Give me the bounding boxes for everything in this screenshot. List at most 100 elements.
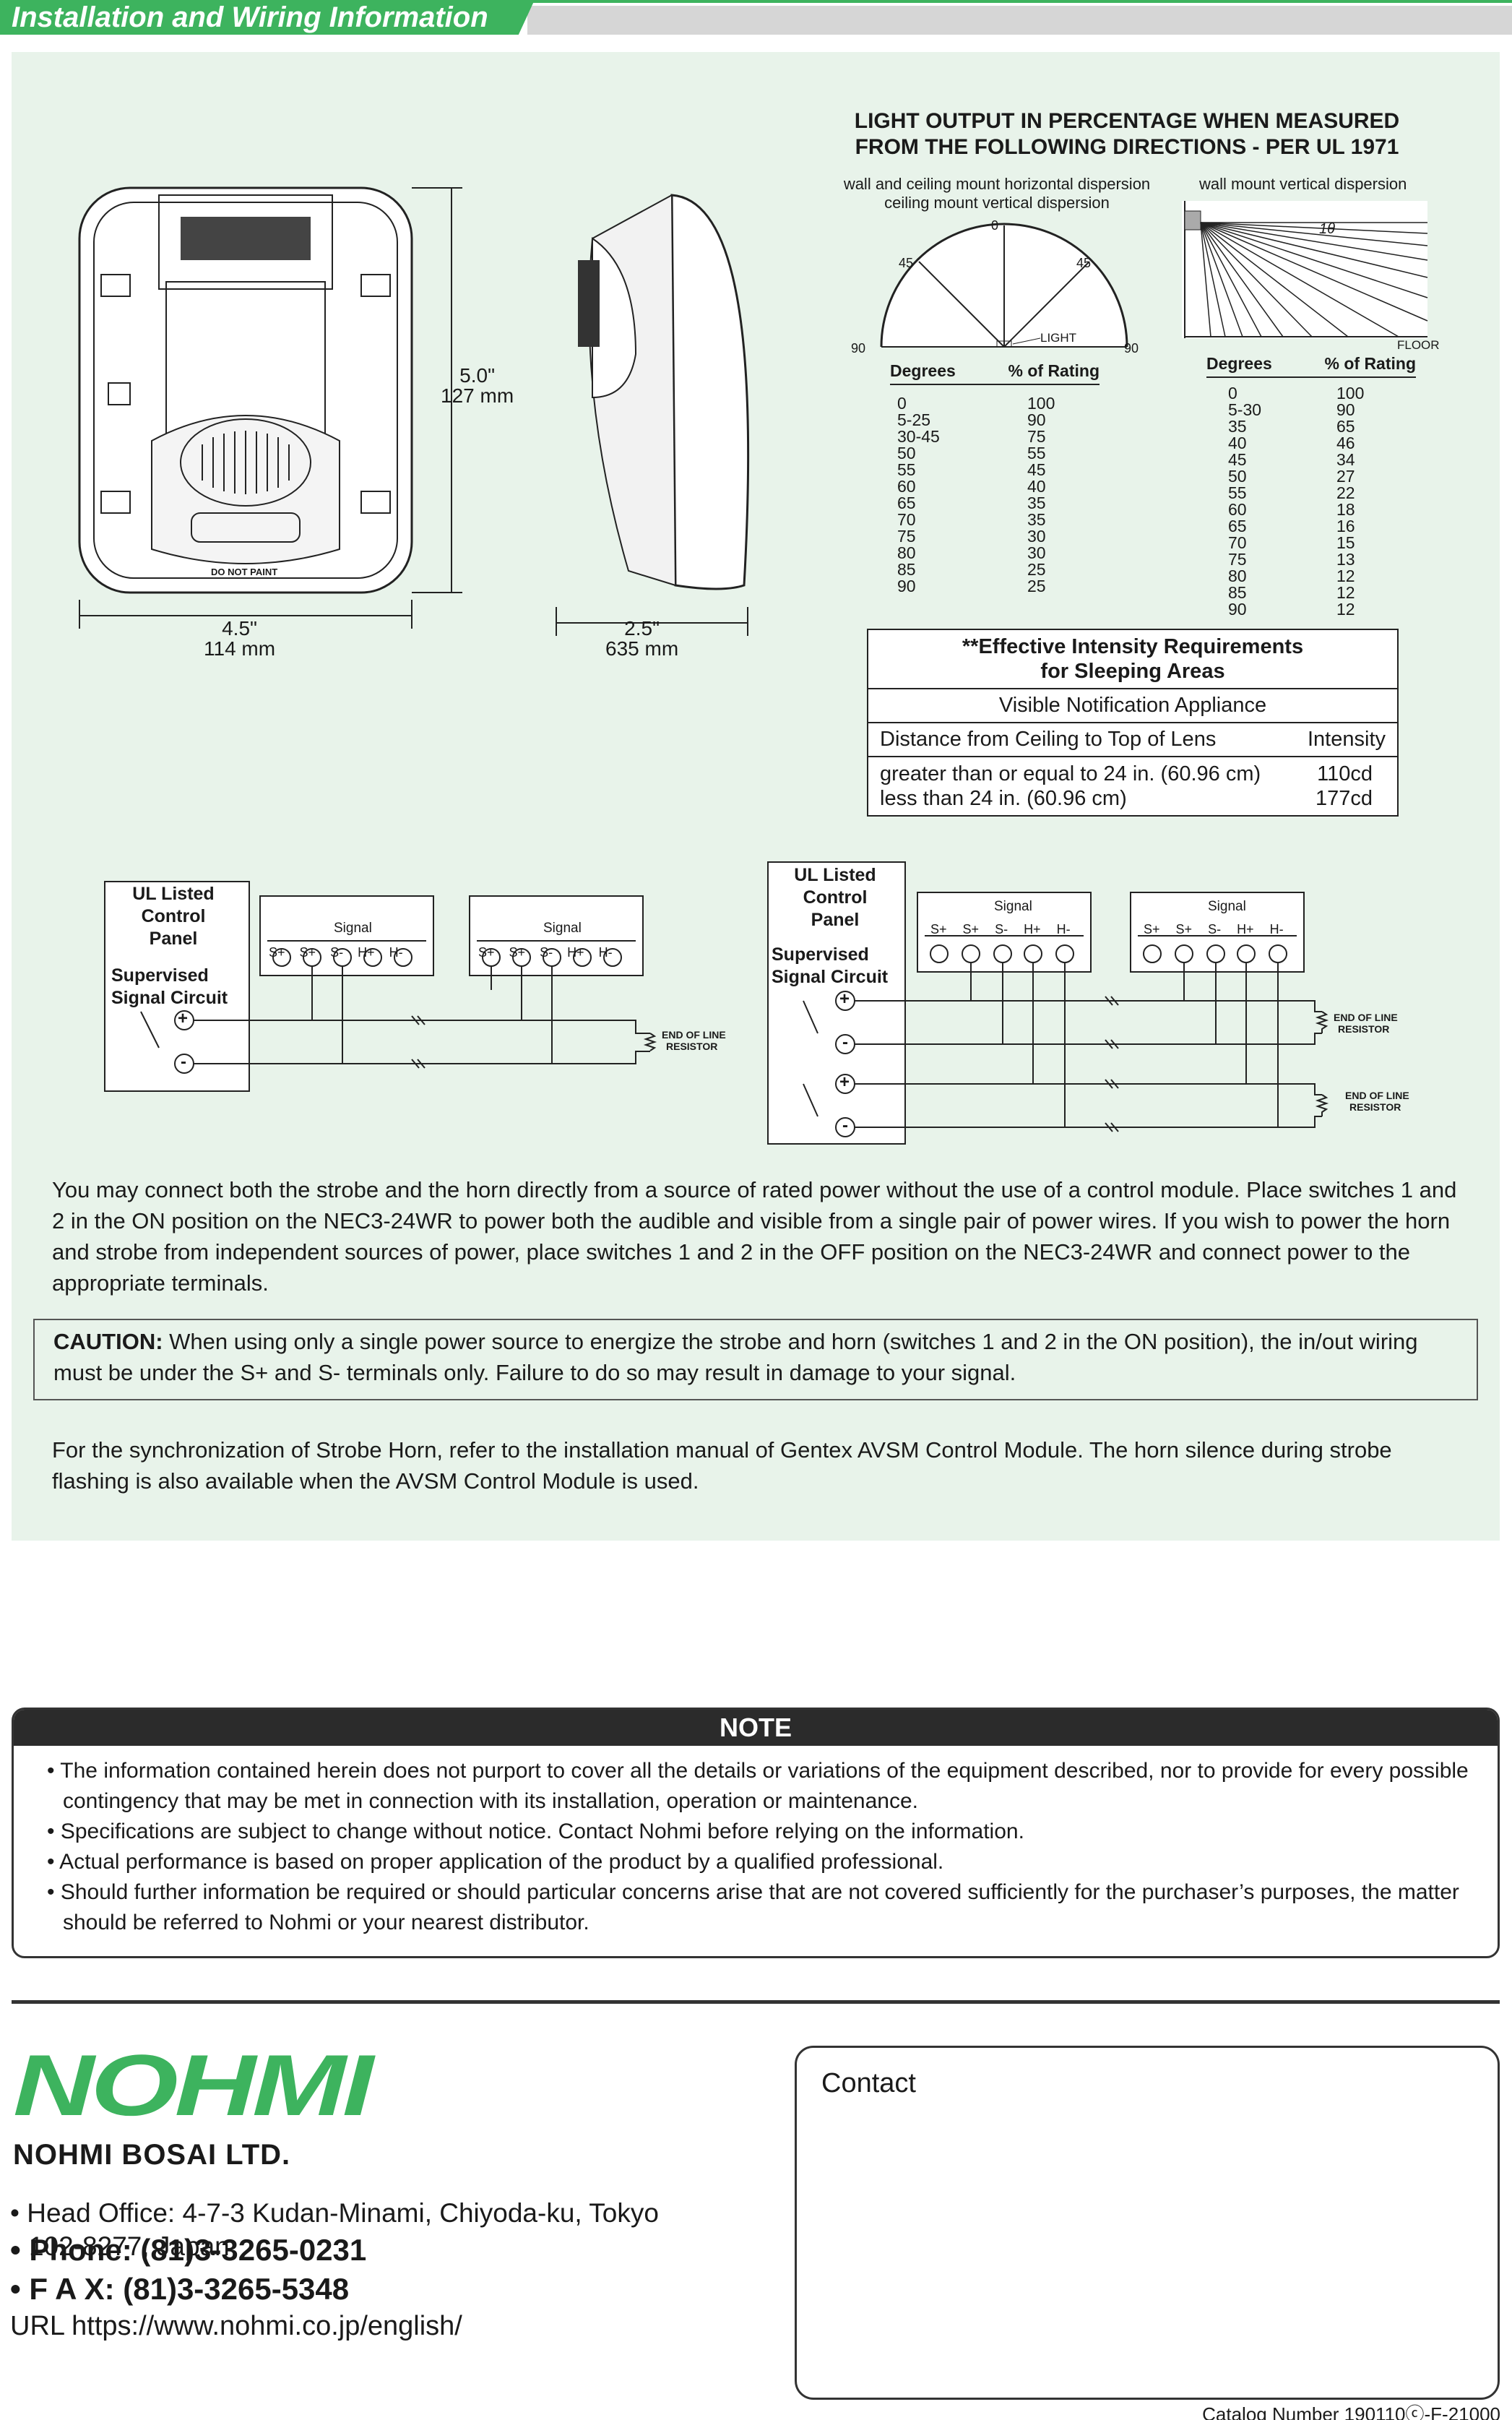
terminals-2: S+S+S-H+H- [478, 945, 613, 960]
right-col-rating: % of Rating [1324, 354, 1417, 373]
right-col-degrees: Degrees [1206, 354, 1272, 373]
col-distance: Distance from Ceiling to Top of Lens [880, 728, 1217, 751]
width-inches: 4.5ʺ [222, 617, 257, 640]
signal2-label: Signal [543, 921, 582, 936]
degree-value: 90 [897, 577, 916, 595]
sync-instructions: For the synchronization of Strobe Horn, … [52, 1437, 1392, 1494]
plus-symbol-2: + [839, 989, 850, 1009]
rating-value: 35 [1027, 510, 1046, 529]
horizontal-dispersion-diagram [880, 223, 1128, 348]
light-output-heading: LIGHT OUTPUT IN PERCENTAGE WHEN MEASURED… [816, 108, 1438, 160]
note-item: • Should further information be required… [47, 1880, 1459, 1934]
panel1-line1: UL Listed [132, 884, 215, 904]
panel1-line3: Panel [149, 929, 198, 949]
degree-value: 70 [1228, 533, 1247, 552]
theta-label: 1θ [1319, 221, 1335, 237]
angle-45-right-label: 45 [1076, 256, 1092, 270]
degree-value: 80 [1228, 567, 1247, 585]
head-office-address: • Head Office: 4-7-3 Kudan-Minami, Chiyo… [10, 2197, 659, 2263]
dimension-lines-front [79, 187, 462, 629]
angle-45-left-label: 45 [899, 256, 914, 270]
website-url[interactable]: URL https://www.nohmi.co.jp/english/ [10, 2311, 462, 2341]
degree-value: 35 [1228, 417, 1247, 436]
wiring-diagram-single [104, 881, 657, 1092]
plus-symbol-1: + [178, 1009, 189, 1028]
light-label: LIGHT [1040, 331, 1077, 345]
address-line1: • Head Office: 4-7-3 Kudan-Minami, Chiyo… [10, 2198, 659, 2228]
device-side-view [556, 194, 750, 636]
rating-value: 46 [1336, 434, 1355, 452]
rating-value: 18 [1336, 500, 1355, 519]
eol-resistor-label-3: END OF LINE RESISTOR [1345, 1090, 1409, 1113]
circuit1-line1: Supervised [111, 965, 209, 986]
light-output-heading-line2: FROM THE FOLLOWING DIRECTIONS - PER UL 1… [855, 135, 1399, 159]
rating-value: 22 [1336, 483, 1355, 502]
degree-value: 0 [1228, 384, 1237, 402]
angle-0-label: 0 [991, 218, 999, 233]
degree-value: 5-30 [1228, 400, 1262, 419]
minus-symbol-2: - [842, 1033, 848, 1052]
caution-text: When using only a single power source to… [53, 1329, 1418, 1385]
rating-value: 34 [1336, 450, 1355, 469]
degree-value: 85 [897, 560, 916, 579]
rating-value: 40 [1027, 477, 1046, 496]
row1-distance: greater than or equal to 24 in. (60.96 c… [880, 762, 1261, 785]
degree-value: 50 [897, 444, 916, 462]
depth-dimension: 2.5ʺ 635 mm [605, 619, 678, 659]
degree-value: 0 [897, 394, 907, 413]
minus-symbol-3: - [842, 1116, 848, 1135]
rating-value: 15 [1336, 533, 1355, 552]
note-box: NOTE • The information contained herein … [12, 1708, 1500, 1958]
degree-value: 40 [1228, 434, 1247, 452]
device-front-view [78, 186, 413, 594]
rating-value: 12 [1336, 583, 1355, 602]
rating-value: 75 [1027, 427, 1046, 446]
degree-value: 85 [1228, 583, 1247, 602]
panel1-line2: Control [141, 906, 206, 926]
rating-value: 90 [1027, 410, 1046, 429]
do-not-paint-label: DO NOT PAINT [211, 567, 278, 577]
rating-value: 35 [1027, 494, 1046, 512]
rating-value: 25 [1027, 560, 1046, 579]
width-mm: 114 mm [204, 637, 276, 660]
signal4-label: Signal [1208, 899, 1246, 914]
rating-value: 55 [1027, 444, 1046, 462]
section-title: Installation and Wiring Information [12, 1, 488, 33]
right-table-header: Degrees % of Rating [1206, 354, 1416, 378]
degree-value: 90 [1228, 600, 1247, 619]
degree-value: 45 [1228, 450, 1247, 469]
rating-value: 13 [1336, 550, 1355, 569]
rating-value: 100 [1027, 394, 1055, 413]
header-rule [0, 0, 1512, 3]
intensity-requirements-table: **Effective Intensity Requirements for S… [867, 629, 1399, 817]
intensity-subtitle: Visible Notification Appliance [868, 689, 1397, 723]
rating-value: 90 [1336, 400, 1355, 419]
left-col-degrees: Degrees [890, 361, 956, 380]
circuit2-label: Supervised Signal Circuit [772, 944, 888, 989]
phone-number: • Phone: (81)3-3265-0231 [10, 2233, 367, 2267]
right-diagram-caption: wall mount vertical dispersion [1199, 175, 1407, 193]
light-output-heading-line1: LIGHT OUTPUT IN PERCENTAGE WHEN MEASURED [854, 109, 1400, 133]
section-header: Installation and Wiring Information [0, 0, 1512, 35]
col-intensity: Intensity [1308, 728, 1386, 751]
note-item: • The information contained herein does … [47, 1759, 1469, 1813]
left-table-header: Degrees % of Rating [890, 361, 1100, 385]
caution-box: CAUTION: When using only a single power … [33, 1319, 1478, 1400]
degree-value: 75 [897, 527, 916, 546]
degree-value: 55 [1228, 483, 1247, 502]
intensity-title-line2: for Sleeping Areas [1040, 660, 1225, 683]
rating-value: 25 [1027, 577, 1046, 595]
header-grey-band [527, 6, 1512, 35]
rating-value: 65 [1336, 417, 1355, 436]
degree-value: 60 [897, 477, 916, 496]
rating-value: 12 [1336, 600, 1355, 619]
signal3-label: Signal [994, 899, 1032, 914]
contact-label: Contact [821, 2068, 916, 2098]
panel2-line3: Panel [811, 910, 860, 930]
circuit2-line2: Signal Circuit [772, 967, 889, 987]
intensity-row-1: greater than or equal to 24 in. (60.96 c… [880, 762, 1386, 786]
